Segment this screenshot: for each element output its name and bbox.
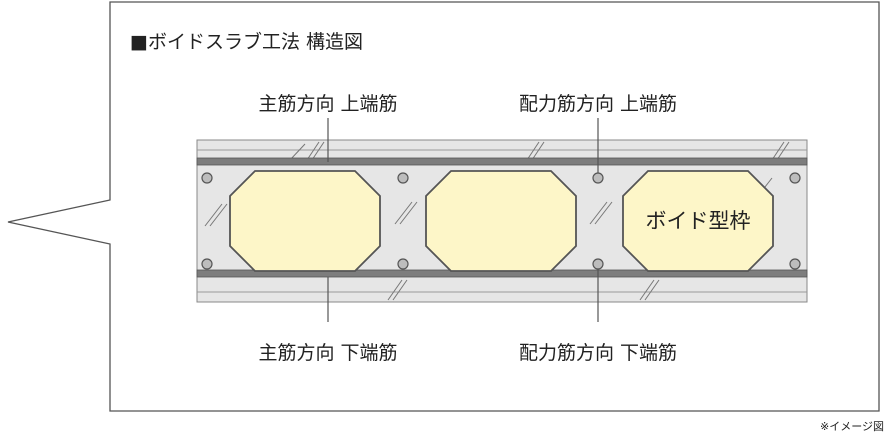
distribution-bars: [201, 172, 801, 270]
label-dist-bottom: 配力筋方向 下端筋: [519, 342, 677, 364]
main-top-bar: [196, 157, 808, 166]
rebar-dot: [397, 258, 409, 270]
label-void-form: ボイド型枠: [646, 209, 751, 233]
label-main-bottom: 主筋方向 下端筋: [258, 342, 397, 364]
rebar-dot: [201, 258, 213, 270]
void-form-2: [425, 170, 577, 272]
rebar-dot: [592, 172, 604, 184]
void-form-3: [622, 170, 774, 272]
void-form-1: [229, 170, 381, 272]
rebar-dot: [789, 258, 801, 270]
image-note: ※イメージ図: [820, 420, 884, 433]
rebar-dot: [789, 172, 801, 184]
rebar-dot: [592, 258, 604, 270]
rebar-dot: [397, 172, 409, 184]
label-dist-top: 配力筋方向 上端筋: [519, 93, 677, 115]
rebar-dot: [201, 172, 213, 184]
diagram-title: ■ボイドスラブ工法 構造図: [130, 30, 363, 53]
label-main-top: 主筋方向 上端筋: [258, 93, 397, 115]
